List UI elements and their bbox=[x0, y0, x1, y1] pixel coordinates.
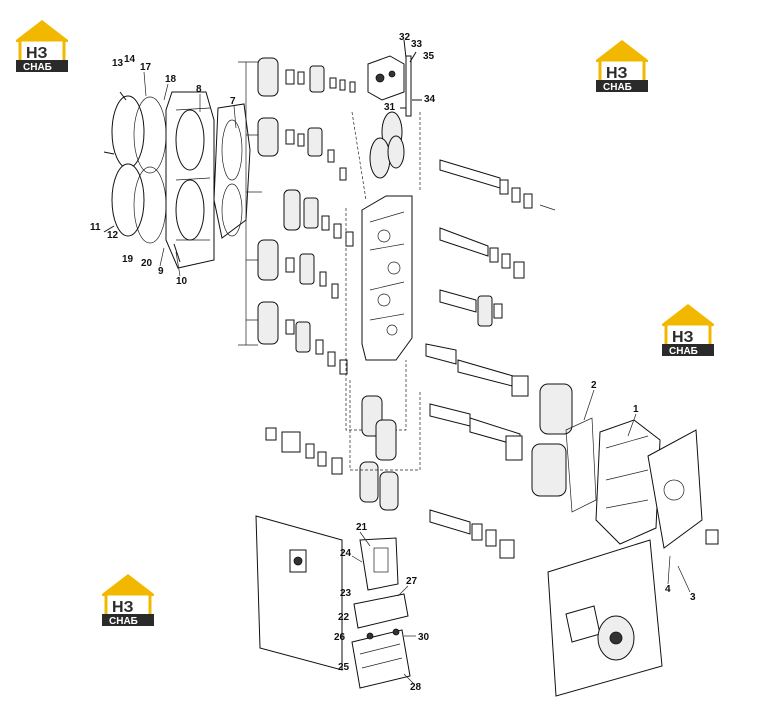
logo-mark: НЗ bbox=[672, 329, 694, 346]
logo-text: СНАБ bbox=[23, 62, 52, 73]
label-part-13: 13 bbox=[112, 58, 124, 69]
inset-box-left bbox=[255, 515, 343, 671]
guide-line bbox=[238, 61, 262, 346]
left-cover-group bbox=[103, 91, 251, 269]
top-valve-block bbox=[367, 39, 422, 117]
logo-text: СНАБ bbox=[109, 616, 138, 627]
label-part-10: 10 bbox=[176, 276, 188, 287]
label-part-19: 19 bbox=[122, 254, 134, 265]
logo-mark: НЗ bbox=[26, 45, 48, 62]
label-part-2: 2 bbox=[591, 380, 597, 391]
label-part-31: 31 bbox=[384, 102, 396, 113]
label-part-33: 33 bbox=[411, 39, 423, 50]
label-part-22: 22 bbox=[338, 612, 350, 623]
central-housing bbox=[345, 111, 421, 431]
logo-top-left: НЗ СНАБ bbox=[16, 20, 68, 73]
output-shafts bbox=[425, 159, 573, 497]
label-part-23: 23 bbox=[340, 588, 352, 599]
label-part-24: 24 bbox=[340, 548, 352, 559]
logo-mark: НЗ bbox=[112, 599, 134, 616]
label-part-25: 25 bbox=[338, 662, 350, 673]
label-part-20: 20 bbox=[141, 258, 153, 269]
logo-text: СНАБ bbox=[669, 346, 698, 357]
inset-box-right bbox=[547, 539, 663, 697]
label-part-9: 9 bbox=[158, 266, 164, 277]
label-part-7: 7 bbox=[230, 96, 236, 107]
label-part-26: 26 bbox=[334, 632, 346, 643]
shaft-rows bbox=[257, 57, 356, 375]
label-part-4: 4 bbox=[665, 584, 671, 595]
logo-top-right: НЗ СНАБ bbox=[596, 40, 648, 93]
rear-housing bbox=[565, 417, 719, 549]
label-part-3: 3 bbox=[690, 592, 696, 603]
label-part-11: 11 bbox=[90, 222, 101, 233]
label-part-30: 30 bbox=[418, 632, 430, 643]
label-part-32: 32 bbox=[399, 32, 411, 43]
label-part-28: 28 bbox=[410, 682, 422, 693]
label-part-17: 17 bbox=[140, 62, 152, 73]
leader-lines bbox=[143, 71, 691, 685]
logo-text: СНАБ bbox=[603, 82, 632, 93]
label-part-34: 34 bbox=[424, 94, 436, 105]
label-part-35: 35 bbox=[423, 51, 435, 62]
label-part-12: 12 bbox=[107, 230, 119, 241]
label-part-27: 27 bbox=[406, 576, 418, 587]
label-part-1: 1 bbox=[633, 404, 639, 415]
part-labels: 1 2 3 4 7 8 9 10 11 12 13 14 17 18 19 20… bbox=[90, 32, 696, 693]
logo-mid-right: НЗ СНАБ bbox=[662, 304, 714, 357]
upper-gear-cluster bbox=[369, 111, 405, 179]
logo-mark: НЗ bbox=[606, 65, 628, 82]
lower-gear-stack bbox=[349, 380, 421, 511]
label-part-14: 14 bbox=[124, 54, 136, 65]
oil-pan-group bbox=[351, 537, 411, 689]
label-part-18: 18 bbox=[165, 74, 177, 85]
lower-left-parts bbox=[265, 427, 343, 475]
lower-main-shaft bbox=[429, 509, 515, 559]
label-part-8: 8 bbox=[196, 84, 202, 95]
label-part-21: 21 bbox=[356, 522, 368, 533]
logo-bottom-left: НЗ СНАБ bbox=[102, 574, 154, 627]
